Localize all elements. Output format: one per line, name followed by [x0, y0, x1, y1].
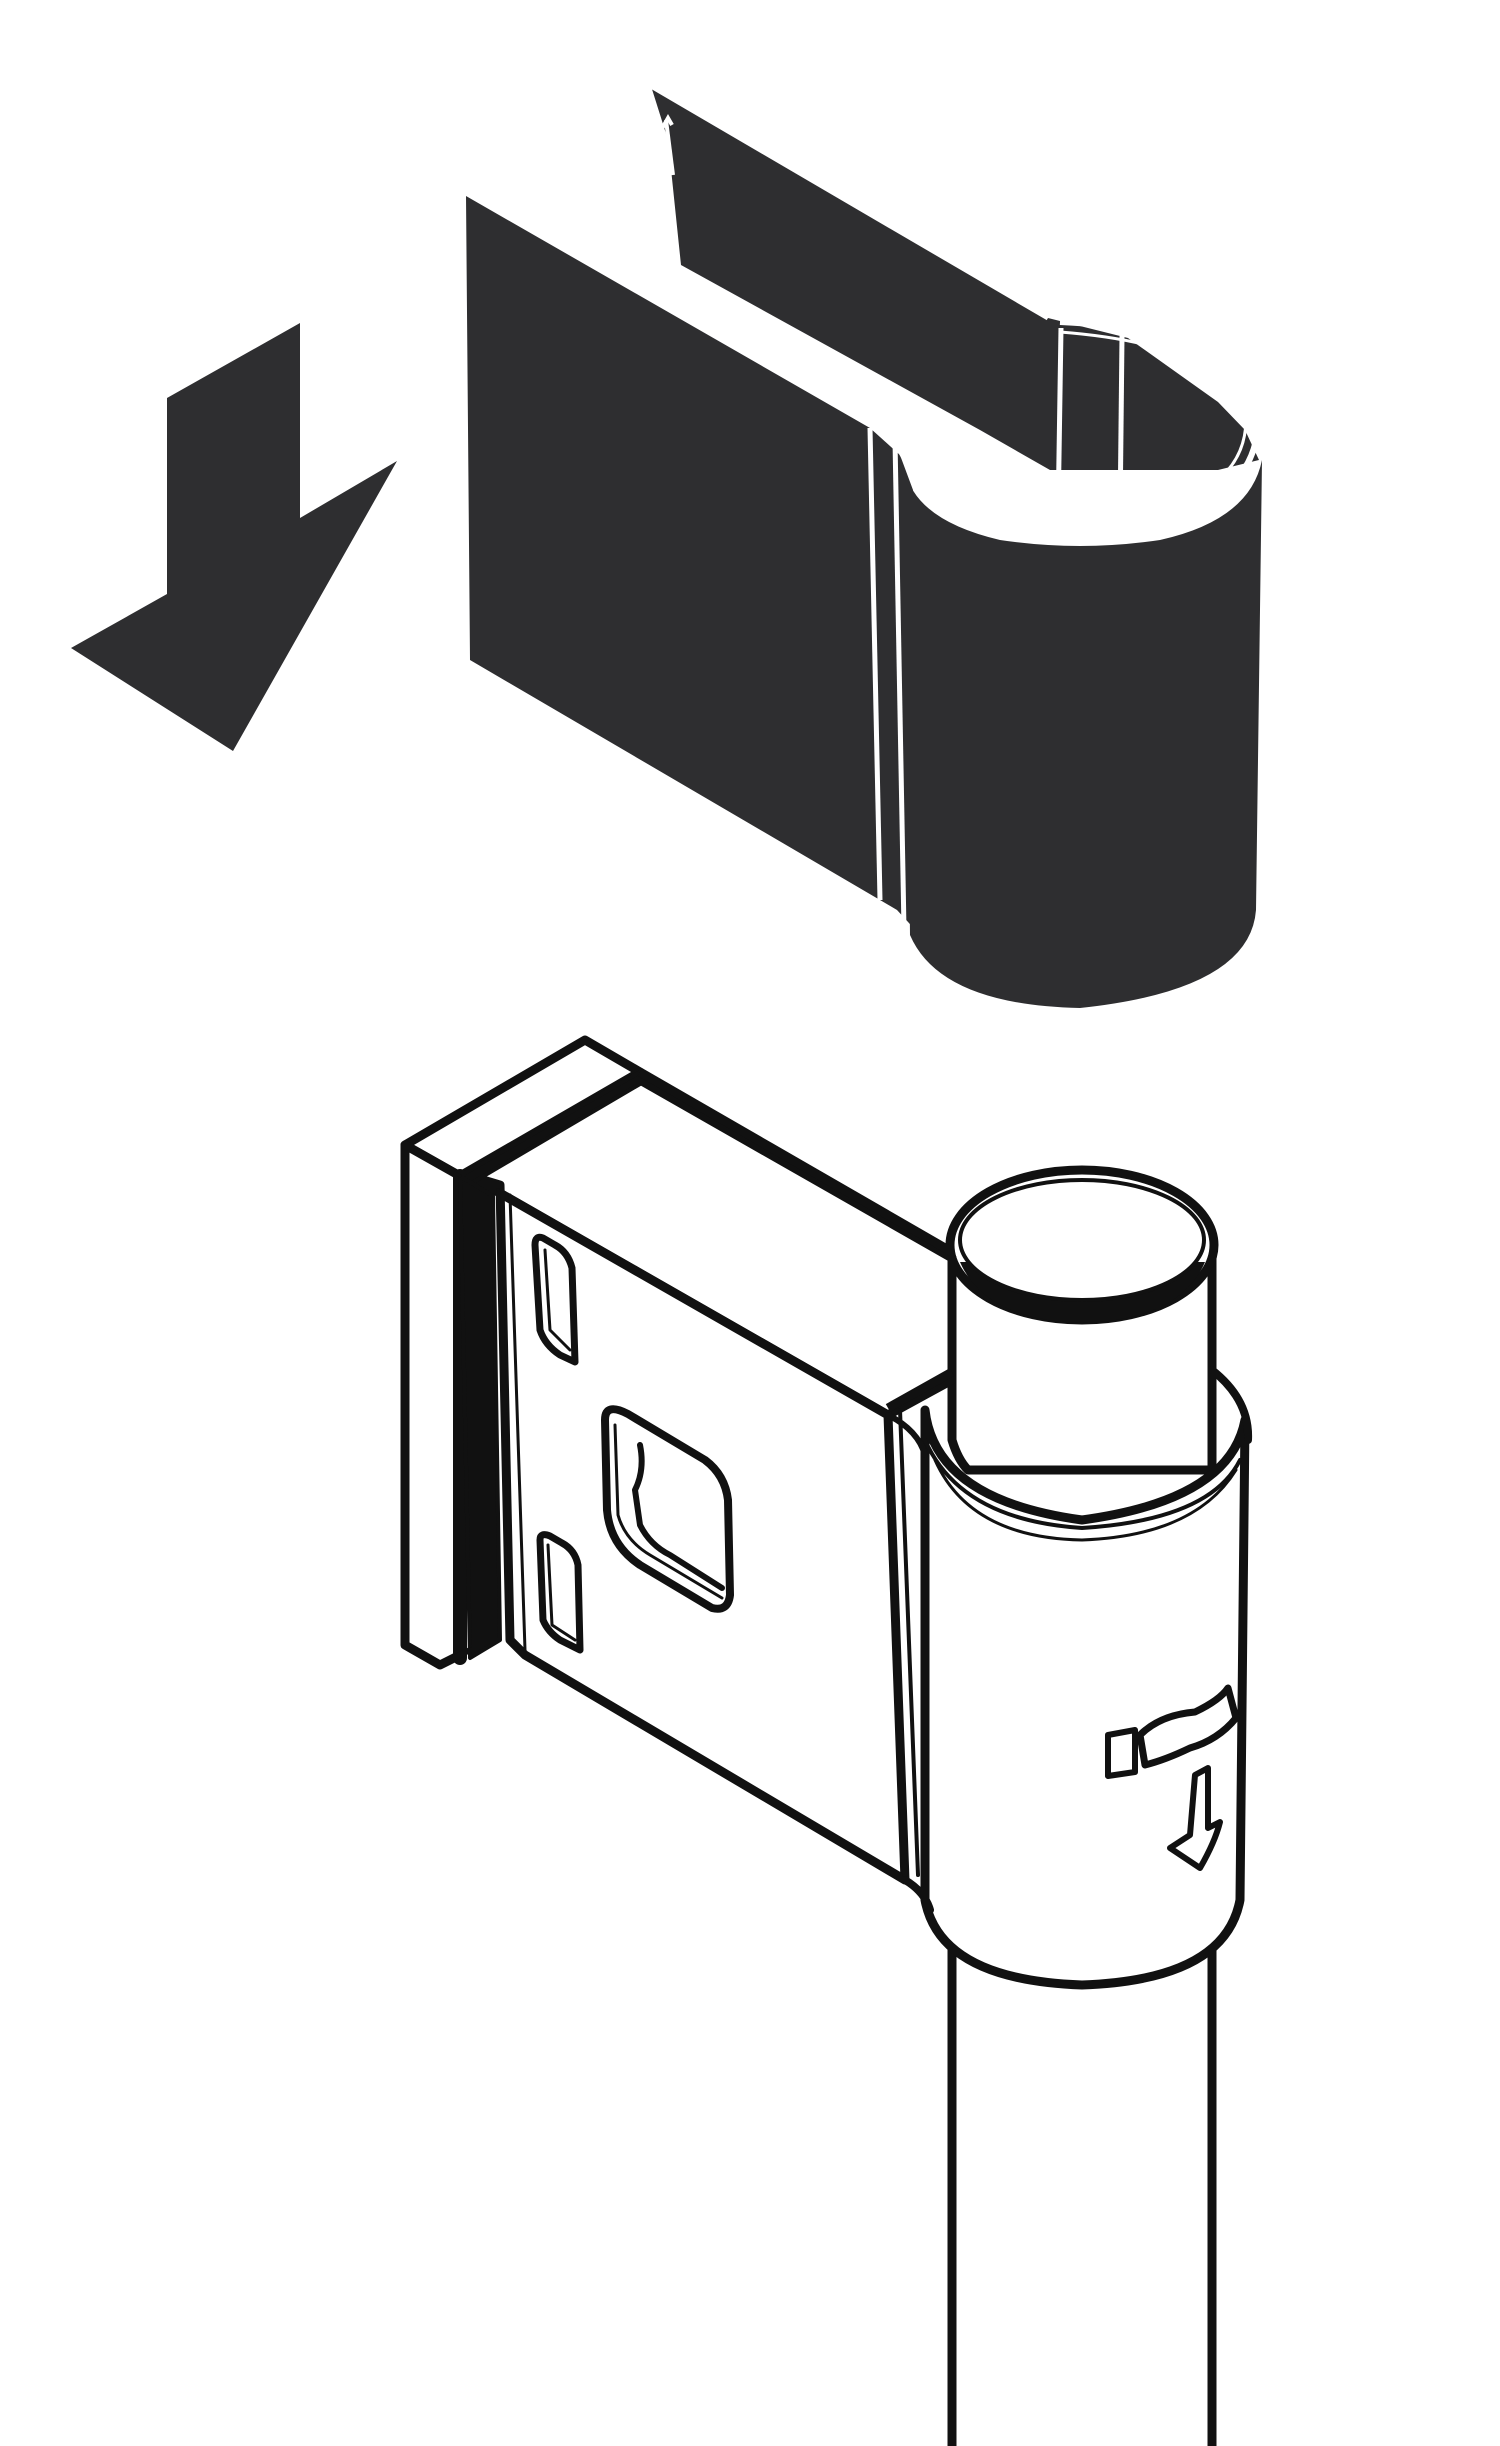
lock-arrow-icon	[1105, 1684, 1240, 1871]
slot-top	[531, 1233, 579, 1366]
slot-bottom	[536, 1531, 584, 1654]
pole	[947, 1910, 1217, 2446]
clamp-assembly	[400, 1035, 1253, 1990]
down-arrow-icon	[71, 323, 397, 751]
window-opening	[601, 1405, 734, 1613]
cap-part	[466, 83, 1262, 1008]
